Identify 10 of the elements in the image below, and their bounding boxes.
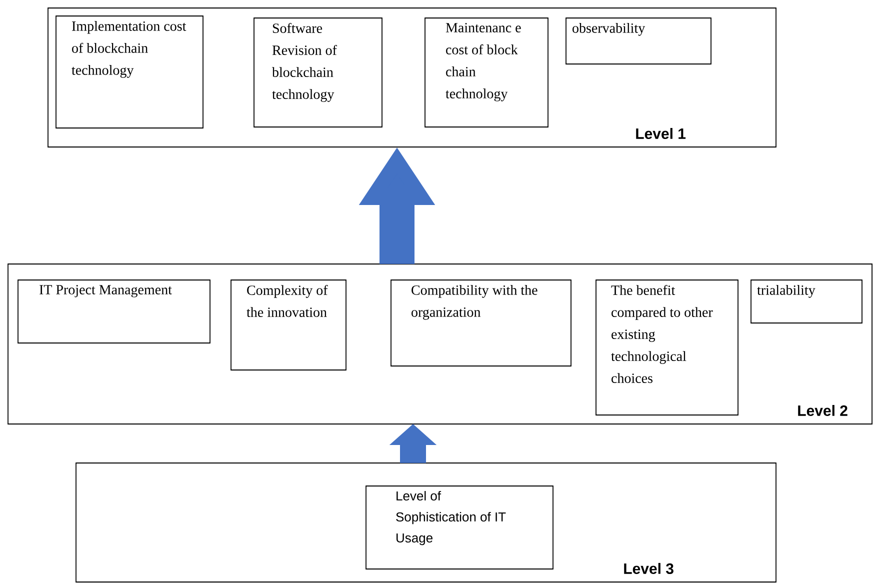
factor-box: Software Revision of blockchain technology <box>254 18 382 128</box>
factor-box: Level of Sophistication of IT Usage <box>366 486 554 570</box>
factor-box: Maintenanc e cost of block chain technology <box>424 18 548 128</box>
factor-box: Implementation cost of blockchain technology <box>56 16 204 128</box>
factor-box: observability <box>566 18 712 64</box>
factor-box: The benefit compared to other existing technological choices <box>596 280 738 416</box>
factor-box: Complexity of the innovation <box>230 280 346 370</box>
factor-box: Compatibility with the organization <box>390 280 572 366</box>
factor-box: trialability <box>750 280 862 324</box>
factor-box: IT Project Management <box>18 280 210 344</box>
